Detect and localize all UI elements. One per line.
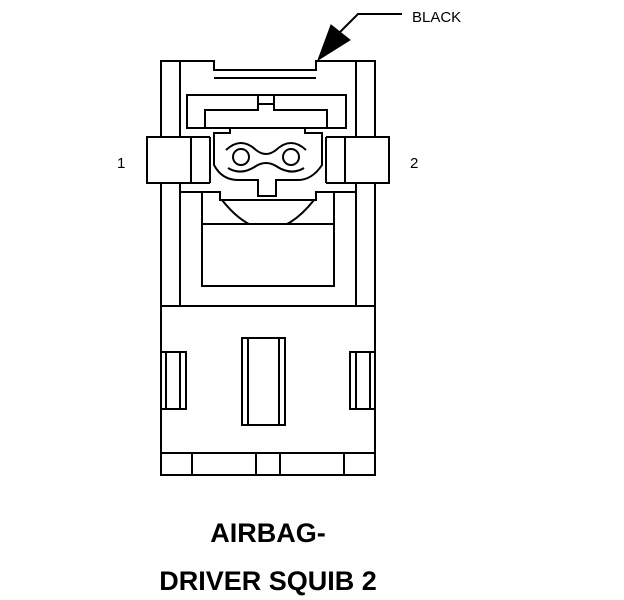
terminal-2 — [282, 148, 300, 166]
pin-1-label: 1 — [117, 155, 125, 172]
mid-window — [201, 223, 335, 287]
pin-2-block — [344, 136, 390, 184]
pin-2-label: 2 — [410, 155, 418, 172]
pin-1-block — [146, 136, 192, 184]
terminal-1 — [232, 148, 250, 166]
connector-title-line-1: AIRBAG- — [210, 518, 326, 548]
latch-frame — [186, 94, 347, 129]
lower-right-slot — [349, 351, 371, 410]
center-latch — [241, 337, 286, 426]
callout-color-label: BLACK — [412, 9, 461, 26]
connector-body — [146, 60, 390, 476]
callout-arrowhead — [317, 24, 351, 62]
color-callout: BLACK — [317, 9, 461, 62]
terminal-cavity — [213, 127, 323, 197]
connector-title-line-2: DRIVER SQUIB 2 — [159, 566, 377, 596]
lower-left-slot — [165, 351, 187, 410]
housing-outline — [160, 60, 376, 476]
